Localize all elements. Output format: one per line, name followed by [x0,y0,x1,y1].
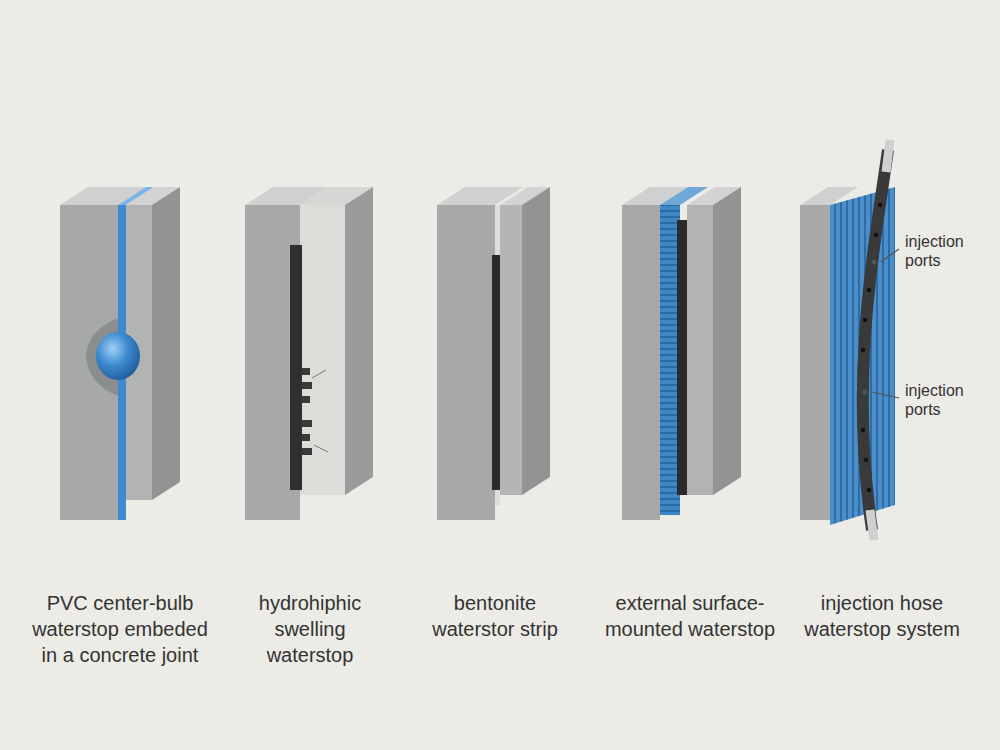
injection-hose-figure-part-part [867,288,871,292]
swelling-waterstop-figure-part-part [302,448,312,455]
injection-hose-figure-part [863,390,868,395]
injection-hose-figure-part [872,249,899,398]
injection-hose-figure-part-part [867,488,871,492]
injection-hose-figure-part-part [881,249,899,262]
swelling-waterstop-figure-part [290,245,302,490]
figure-caption: external surface-mounted waterstop [600,590,780,642]
injection-hose-figure-part-part [864,458,868,462]
injection-hose-figure-part [861,203,882,492]
injection-hose-figure-part [863,150,888,530]
figure-caption: PVC center-bulb waterstop embeded in a c… [28,590,213,668]
injection-hose-figure-part [886,140,890,172]
bentonite-strip-figure-part [500,205,522,495]
bentonite-strip-figure-part [522,187,550,495]
callout-label: injection ports [905,381,993,419]
figure-caption: hydrohiphic swelling waterstop [235,590,385,668]
injection-hose-figure-part [872,260,877,265]
callout-label: injection ports [905,232,993,270]
swelling-waterstop-figure-part [345,187,373,495]
surface-mounted-figure-part [677,220,687,495]
swelling-waterstop-figure-part-part [314,445,328,452]
injection-hose-figure-part-part [861,348,865,352]
surface-mounted-figure-part [687,205,713,495]
injection-hose-figure-part-part [863,318,867,322]
surface-mounted-figure [622,187,741,520]
injection-hose-figure-part-part [872,392,899,398]
swelling-waterstop-figure-part-part [302,434,310,441]
injection-hose-figure-part [800,205,830,520]
surface-mounted-figure-part [713,187,741,495]
surface-mounted-figure-part [622,205,660,520]
bentonite-strip-figure-part [492,255,500,490]
pvc-center-bulb-figure [60,187,180,520]
injection-hose-figure-part-part [861,428,865,432]
swelling-waterstop-figure-part [300,205,345,495]
pvc-center-bulb-figure-part [96,332,140,380]
swelling-waterstop-figure-part-part [312,370,326,378]
swelling-waterstop-figure-part-part [302,396,310,403]
figure-caption: injection hose waterstop system [792,590,972,642]
swelling-waterstop-figure-part-part [302,368,310,375]
swelling-waterstop-figure-part-part [302,382,312,389]
pvc-center-bulb-figure-part [152,187,180,500]
injection-hose-figure [800,140,899,540]
bentonite-strip-figure-part [437,205,495,520]
injection-hose-figure-part-part [878,203,882,207]
figure-caption: bentonite waterstor strip [430,590,560,642]
injection-hose-figure-part-part [874,233,878,237]
swelling-waterstop-figure-part [312,370,328,452]
bentonite-strip-figure [437,187,550,520]
swelling-waterstop-figure [245,187,373,520]
swelling-waterstop-figure-part-part [302,420,312,427]
injection-hose-figure-part [870,510,874,540]
swelling-waterstop-figure-part [302,368,312,455]
